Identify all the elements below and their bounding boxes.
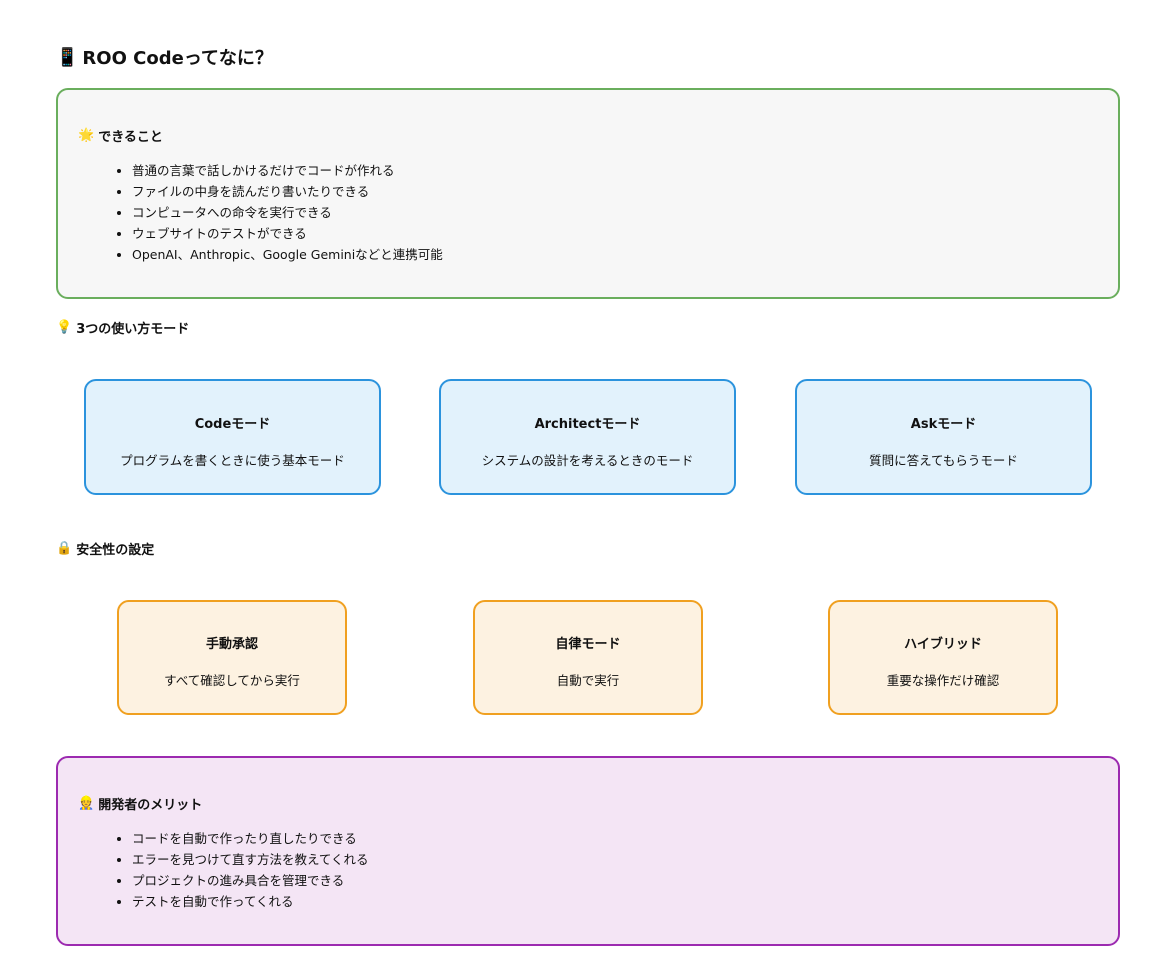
- modes-heading-text: 3つの使い方モード: [76, 322, 190, 337]
- mode-card-title: Architectモード: [534, 417, 641, 432]
- list-item: コンピュータへの命令を実行できる: [132, 202, 443, 223]
- safety-card-title: ハイブリッド: [904, 637, 982, 652]
- light-bulb-icon: 💡: [56, 320, 73, 335]
- benefits-list: コードを自動で作ったり直したりできる エラーを見つけて直す方法を教えてくれる プ…: [94, 828, 369, 912]
- list-item: コードを自動で作ったり直したりできる: [132, 828, 369, 849]
- capabilities-panel: 🌟 できること 普通の言葉で話しかけるだけでコードが作れる ファイルの中身を読ん…: [56, 88, 1120, 299]
- benefits-heading: 👷 開発者のメリット: [78, 794, 202, 813]
- mode-card-description: プログラムを書くときに使う基本モード: [120, 453, 345, 468]
- mode-card-description: 質問に答えてもらうモード: [869, 453, 1018, 468]
- safety-heading-text: 安全性の設定: [76, 543, 155, 558]
- benefits-heading-text: 開発者のメリット: [98, 798, 203, 813]
- list-item: ファイルの中身を読んだり書いたりできる: [132, 181, 443, 202]
- list-item: OpenAI、Anthropic、Google Geminiなどと連携可能: [132, 244, 443, 265]
- safety-card-hybrid: ハイブリッド 重要な操作だけ確認: [828, 600, 1058, 715]
- list-item: テストを自動で作ってくれる: [132, 891, 369, 912]
- mode-card-architect: Architectモード システムの設計を考えるときのモード: [439, 379, 736, 495]
- list-item: プロジェクトの進み具合を管理できる: [132, 870, 369, 891]
- list-item: ウェブサイトのテストができる: [132, 223, 443, 244]
- mobile-phone-icon: 📱: [56, 46, 79, 68]
- safety-card-title: 自律モード: [555, 637, 621, 652]
- safety-card-description: 自動で実行: [556, 673, 620, 688]
- safety-card-title: 手動承認: [205, 637, 258, 652]
- worker-icon: 👷: [78, 796, 95, 811]
- capabilities-heading: 🌟 できること: [78, 126, 163, 145]
- page-title-text: ROO Codeってなに？: [82, 48, 273, 69]
- modes-heading: 💡 3つの使い方モード: [56, 318, 189, 337]
- benefits-panel: 👷 開発者のメリット コードを自動で作ったり直したりできる エラーを見つけて直す…: [56, 756, 1120, 946]
- mode-card-code: Codeモード プログラムを書くときに使う基本モード: [84, 379, 381, 495]
- lock-icon: 🔒: [56, 541, 73, 556]
- mode-card-ask: Askモード 質問に答えてもらうモード: [795, 379, 1092, 495]
- mode-card-title: Codeモード: [194, 417, 271, 432]
- safety-card-description: すべて確認してから実行: [164, 673, 300, 688]
- capabilities-heading-text: できること: [98, 130, 163, 145]
- safety-card-autonomous: 自律モード 自動で実行: [473, 600, 703, 715]
- safety-card-manual: 手動承認 すべて確認してから実行: [117, 600, 347, 715]
- star-icon: 🌟: [78, 128, 95, 143]
- page-title: 📱 ROO Codeってなに？: [56, 44, 273, 70]
- list-item: エラーを見つけて直す方法を教えてくれる: [132, 849, 369, 870]
- safety-card-description: 重要な操作だけ確認: [886, 673, 1000, 688]
- safety-heading: 🔒 安全性の設定: [56, 539, 154, 558]
- mode-card-title: Askモード: [910, 417, 977, 432]
- list-item: 普通の言葉で話しかけるだけでコードが作れる: [132, 160, 443, 181]
- mode-card-description: システムの設計を考えるときのモード: [481, 453, 694, 468]
- capabilities-list: 普通の言葉で話しかけるだけでコードが作れる ファイルの中身を読んだり書いたりでき…: [94, 160, 443, 265]
